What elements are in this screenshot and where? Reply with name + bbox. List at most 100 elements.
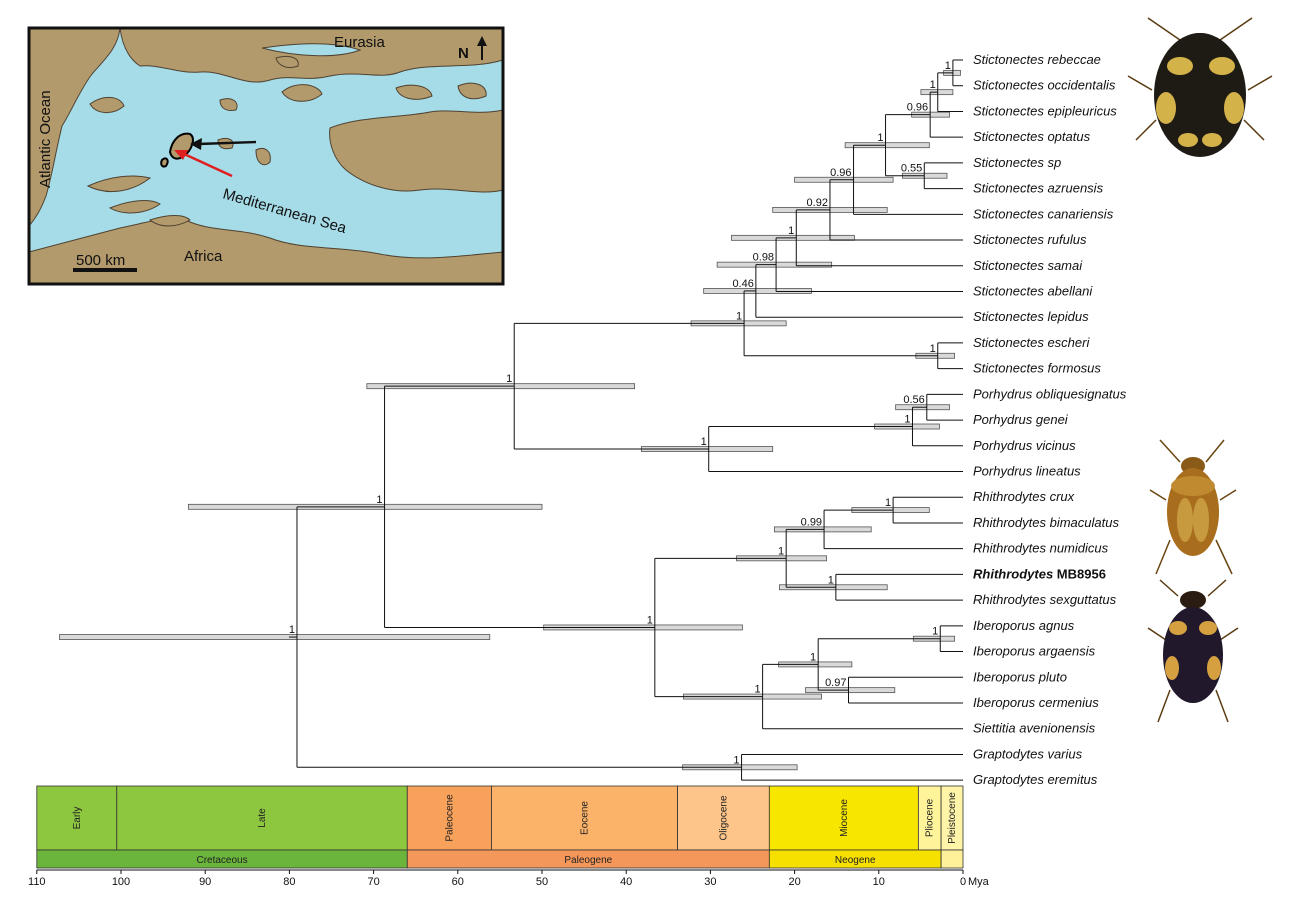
taxon-epithet: canariensis bbox=[1047, 206, 1113, 221]
node-support: 1 bbox=[885, 497, 891, 509]
taxon-genus: Rhithrodytes bbox=[973, 489, 1050, 504]
taxon-genus: Stictonectes bbox=[973, 181, 1047, 196]
taxon-label: Stictonectes formosus bbox=[973, 361, 1101, 376]
node-support: 1 bbox=[733, 754, 739, 766]
taxon-genus: Stictonectes bbox=[973, 309, 1047, 324]
taxon-label: Stictonectes escheri bbox=[973, 335, 1090, 350]
epoch-label: Eocene bbox=[580, 801, 591, 835]
east-landmass bbox=[329, 109, 504, 193]
taxon-genus: Stictonectes bbox=[973, 155, 1047, 170]
taxon-label: Porhydrus genei bbox=[973, 412, 1069, 427]
taxon-genus: Graptodytes bbox=[973, 772, 1047, 787]
map-label-atlantic: Atlantic Ocean bbox=[37, 90, 54, 188]
node-support-labels: 110.960.5510.960.9210.980.46110.5611110.… bbox=[289, 60, 951, 766]
axis-tick-label: 80 bbox=[283, 876, 295, 888]
node-support: 1 bbox=[932, 626, 938, 638]
taxon-epithet: agnus bbox=[1039, 618, 1075, 633]
taxon-genus: Stictonectes bbox=[973, 258, 1047, 273]
node-support: 0.56 bbox=[903, 394, 924, 406]
iberia-landmass bbox=[28, 27, 121, 228]
taxon-genus: Stictonectes bbox=[973, 206, 1047, 221]
island-3 bbox=[457, 82, 487, 100]
epoch-label: Pleistocene bbox=[947, 792, 958, 844]
axis-unit: Mya bbox=[968, 876, 990, 888]
taxon-epithet: rebeccae bbox=[1047, 52, 1100, 67]
africa-landmass bbox=[28, 218, 504, 285]
taxon-epithet: occidentalis bbox=[1047, 78, 1115, 93]
beetle-photo-iberoporus bbox=[1147, 579, 1239, 723]
taxon-genus: Siettitia bbox=[973, 721, 1019, 736]
node-support: 1 bbox=[930, 343, 936, 355]
taxon-epithet: azruensis bbox=[1047, 181, 1103, 196]
taxon-genus: Iberoporus bbox=[973, 618, 1039, 633]
taxon-genus: Stictonectes bbox=[973, 129, 1047, 144]
map-landmasses bbox=[28, 27, 504, 285]
taxon-epithet: MB8956 bbox=[1057, 566, 1106, 581]
epoch-box bbox=[491, 785, 678, 851]
axis-tick-label: 70 bbox=[367, 876, 379, 888]
taxon-label: Rhithrodytes numidicus bbox=[973, 541, 1109, 556]
taxon-label: Stictonectes rufulus bbox=[973, 232, 1087, 247]
taxon-label: Stictonectes sp bbox=[973, 155, 1061, 170]
taxon-epithet: cermenius bbox=[1039, 695, 1099, 710]
epoch-label: Early bbox=[72, 807, 83, 830]
epoch-box bbox=[677, 785, 770, 851]
axis-tick-label: 100 bbox=[112, 876, 130, 888]
taxon-label: Stictonectes occidentalis bbox=[973, 78, 1116, 93]
taxon-label: Stictonectes abellani bbox=[973, 283, 1093, 298]
taxon-label: Rhithrodytes MB8956 bbox=[973, 566, 1106, 581]
node-support: 0.46 bbox=[732, 278, 753, 290]
taxon-label: Iberoporus agnus bbox=[973, 618, 1075, 633]
taxon-genus: Rhithrodytes bbox=[973, 541, 1050, 556]
beetle-photo-rhithrodytes bbox=[1149, 439, 1237, 575]
taxon-genus: Stictonectes bbox=[973, 232, 1047, 247]
island-2 bbox=[395, 84, 433, 100]
taxon-genus: Stictonectes bbox=[973, 78, 1047, 93]
epoch-label: Miocene bbox=[839, 799, 850, 837]
island-9 bbox=[148, 215, 191, 227]
island-5 bbox=[89, 97, 125, 113]
node-support: 1 bbox=[736, 310, 742, 322]
taxon-epithet: lepidus bbox=[1047, 309, 1089, 324]
epoch-label: Oligocene bbox=[718, 795, 729, 840]
axis-tick-label: 50 bbox=[536, 876, 548, 888]
taxon-epithet: obliquesignatus bbox=[1036, 386, 1127, 401]
taxon-epithet: bimaculatus bbox=[1050, 515, 1120, 530]
taxon-label: Stictonectes optatus bbox=[973, 129, 1091, 144]
paleomap-inset: Eurasia N Atlantic Ocean Mediterranean S… bbox=[27, 26, 505, 286]
map-scale-bar: 500 km bbox=[73, 252, 137, 272]
island-8 bbox=[108, 200, 161, 214]
map-scale-label: 500 km bbox=[76, 252, 125, 269]
node-support: 1 bbox=[877, 132, 883, 144]
beetle-photo-stictonectes bbox=[1127, 17, 1273, 157]
taxon-epithet: lineatus bbox=[1036, 464, 1081, 479]
island-1 bbox=[281, 84, 323, 102]
taxon-label: Iberoporus cermenius bbox=[973, 695, 1099, 710]
period-label: Neogene bbox=[835, 855, 876, 866]
taxon-epithet: rufulus bbox=[1047, 232, 1087, 247]
node-support: 1 bbox=[945, 60, 951, 72]
taxon-label: Stictonectes canariensis bbox=[973, 206, 1114, 221]
map-label-africa: Africa bbox=[184, 248, 223, 265]
taxon-label: Iberoporus argaensis bbox=[973, 644, 1096, 659]
taxon-label: Rhithrodytes sexguttatus bbox=[973, 592, 1117, 607]
taxon-genus: Iberoporus bbox=[973, 644, 1039, 659]
taxon-genus: Porhydrus bbox=[973, 464, 1036, 479]
node-support: 1 bbox=[506, 373, 512, 385]
island-6 bbox=[255, 148, 271, 166]
taxon-epithet: eremitus bbox=[1047, 772, 1097, 787]
taxon-label: Porhydrus obliquesignatus bbox=[973, 386, 1127, 401]
node-support: 1 bbox=[778, 545, 784, 557]
map-label-eurasia: Eurasia bbox=[334, 34, 386, 51]
taxon-genus: Rhithrodytes bbox=[973, 566, 1057, 581]
island-7 bbox=[86, 175, 152, 192]
taxon-label: Rhithrodytes bimaculatus bbox=[973, 515, 1119, 530]
node-support: 0.92 bbox=[807, 197, 828, 209]
tree-branches bbox=[288, 59, 963, 781]
taxon-genus: Rhithrodytes bbox=[973, 592, 1050, 607]
epoch-box bbox=[36, 785, 118, 851]
